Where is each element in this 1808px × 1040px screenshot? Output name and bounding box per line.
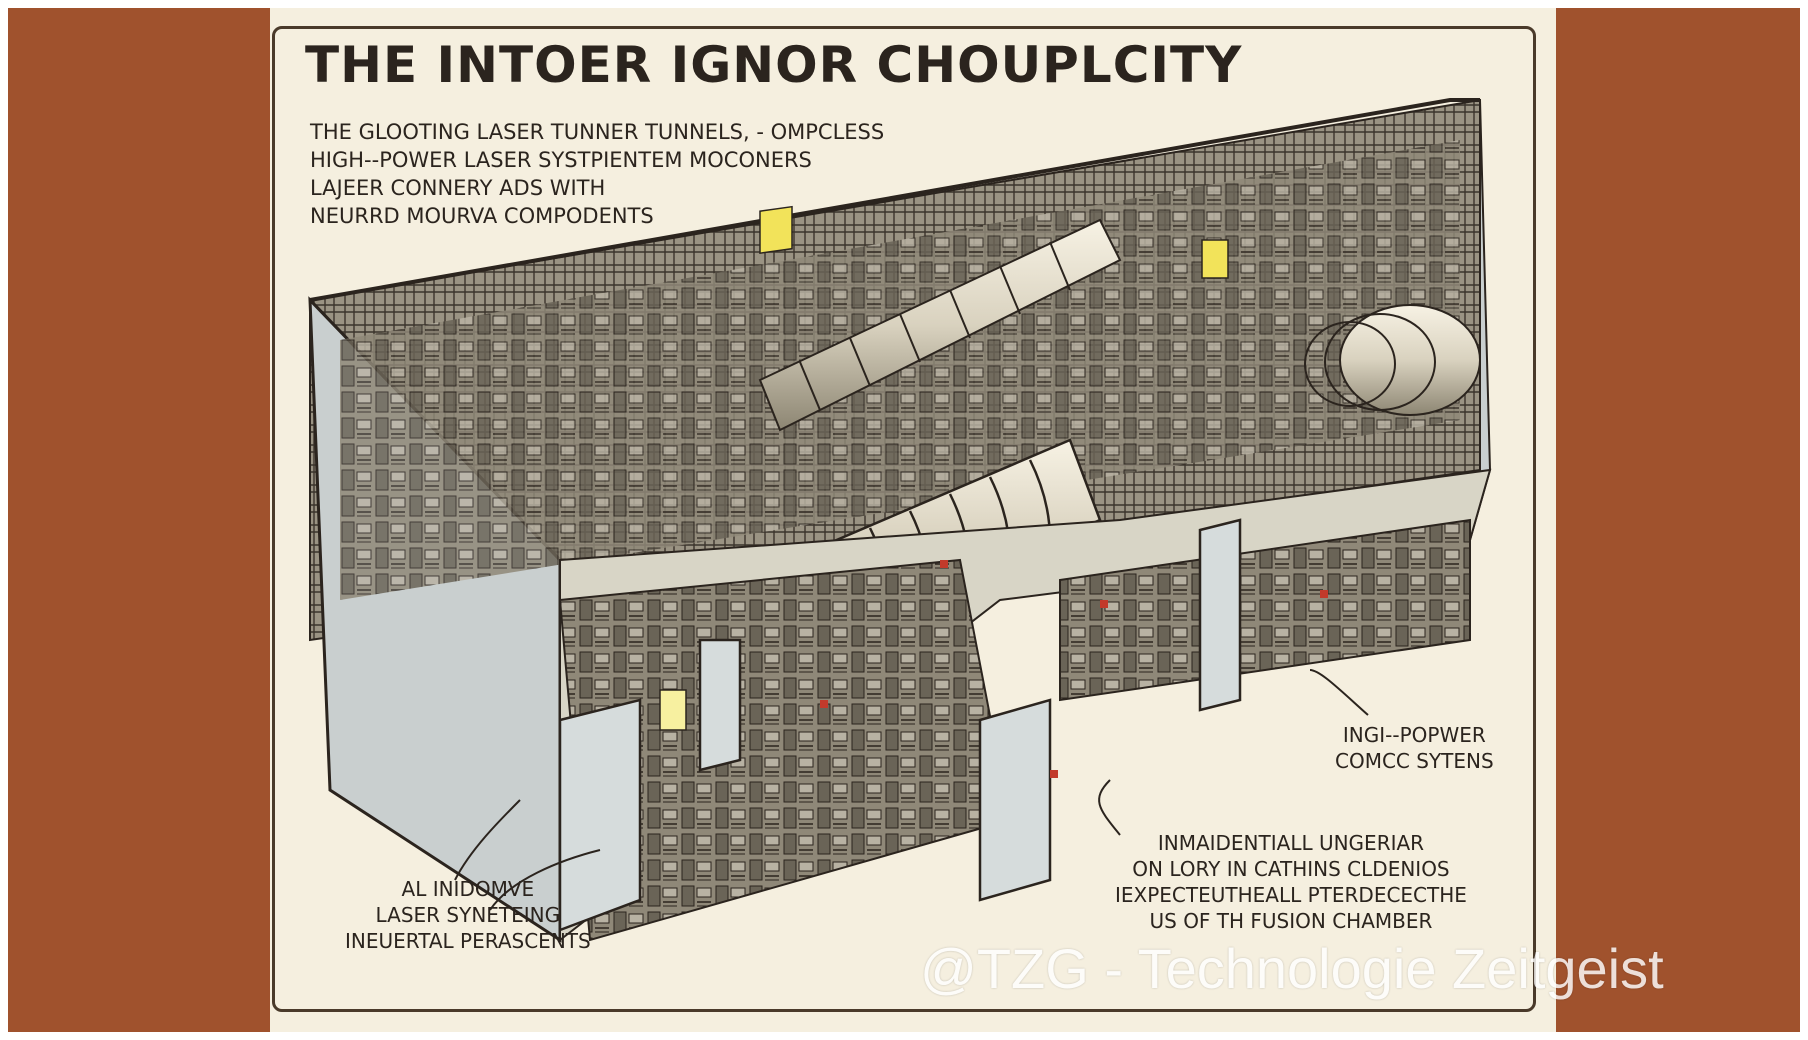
poster-title: THE INTOER IGNOR CHOUPLCITY	[305, 36, 1243, 94]
callout-left: AL INIDOMVE LASER SYNETEING INEUERTAL PE…	[345, 876, 591, 954]
callout-line: COMCC SYTENS	[1335, 749, 1494, 773]
description-line: THE GLOOTING LASER TUNNER TUNNELS, - OMP…	[310, 120, 885, 144]
poster-description: THE GLOOTING LASER TUNNER TUNNELS, - OMP…	[310, 118, 884, 230]
callout-line: INMAIDENTIALL UNGERIAR	[1157, 831, 1425, 855]
callout-line: ON LORY IN CATHINS CLDENIOS	[1132, 857, 1450, 881]
description-line: LAJEER CONNERY ADS WITH	[310, 176, 606, 200]
description-line: HIGH--POWER LASER SYSTPIENTEM MOCONERS	[310, 148, 812, 172]
callout-line: US OF TH FUSION CHAMBER	[1149, 909, 1433, 933]
callout-line: INEUERTAL PERASCENTS	[345, 929, 591, 953]
description-line: NEURRD MOURVA COMPODENTS	[310, 204, 654, 228]
callout-middle: INMAIDENTIALL UNGERIAR ON LORY IN CATHIN…	[1115, 830, 1467, 934]
poster-border	[272, 26, 1536, 1012]
callout-line: IEXPECTEUTHEALL PTERDECECTHE	[1115, 883, 1467, 907]
callout-line: AL INIDOMVE	[401, 877, 535, 901]
callout-line: INGI--POPWER	[1342, 723, 1486, 747]
watermark-text: @TZG - Technologie Zeitgeist	[920, 937, 1664, 1000]
callout-right: INGI--POPWER COMCC SYTENS	[1335, 722, 1494, 774]
callout-line: LASER SYNETEING	[375, 903, 561, 927]
